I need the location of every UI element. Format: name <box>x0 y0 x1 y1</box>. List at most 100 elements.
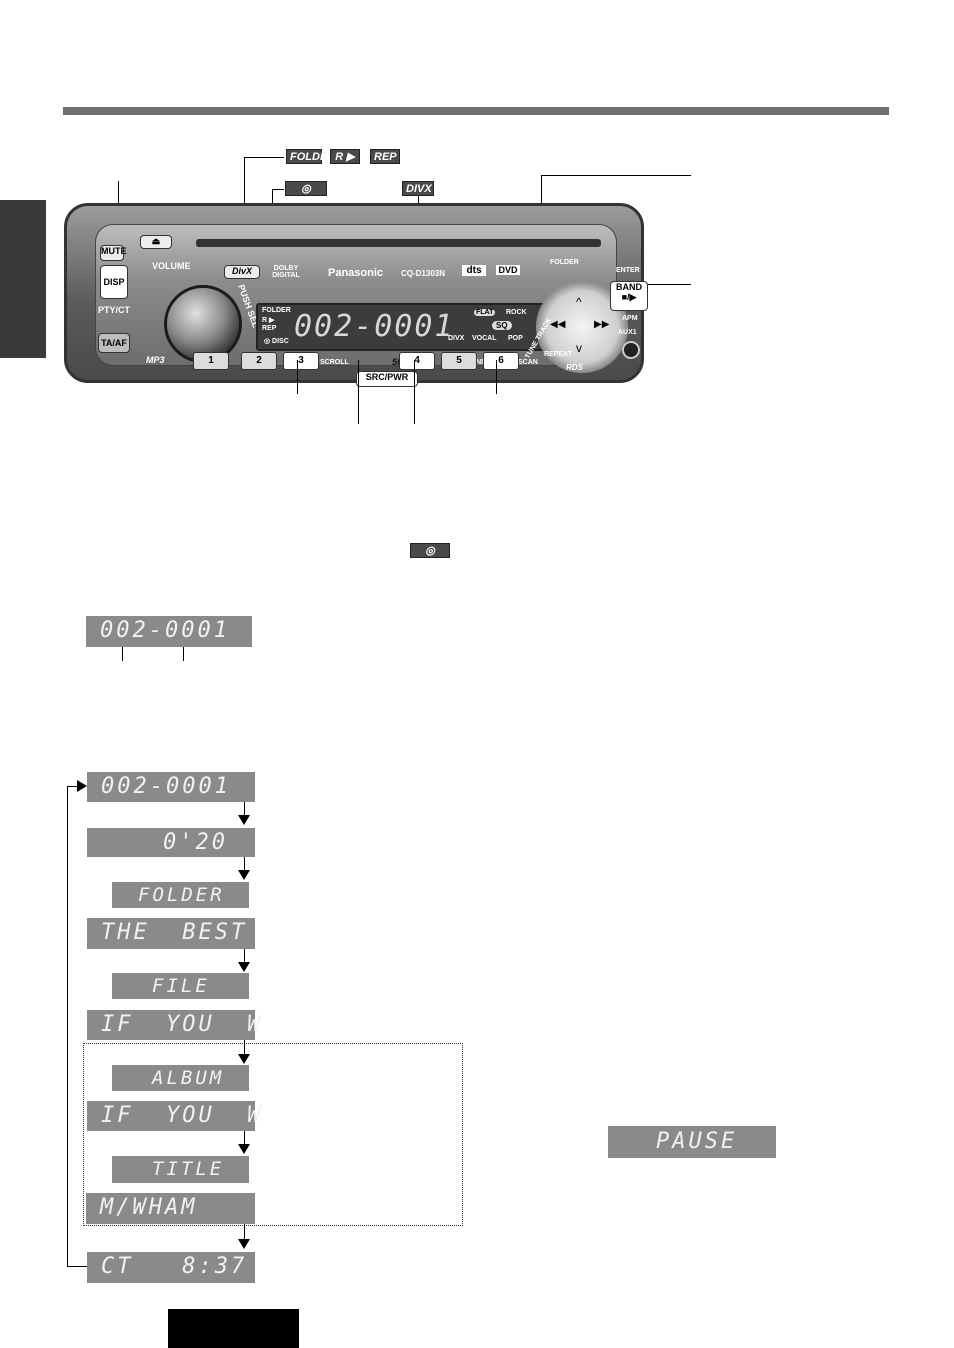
disc-slot <box>196 239 601 247</box>
previous-track-icon[interactable]: ◀◀ <box>550 319 566 330</box>
header-rule <box>63 107 889 115</box>
model-number: CQ-D1303N <box>401 269 446 278</box>
random-label: RANDOM <box>466 359 498 366</box>
lcd-disc-indicator: ◎ DISC <box>264 338 289 345</box>
seq-display-11: CT 8:37 <box>87 1252 255 1283</box>
mp3-label: MP3 <box>146 355 165 365</box>
seq-arrow-2 <box>244 857 245 871</box>
seq-arrowhead-1 <box>238 815 250 825</box>
seq-arrow-4 <box>244 1040 245 1055</box>
example-display: 002-0001 <box>86 616 252 647</box>
seq-display-4: THE BEST <box>87 918 255 949</box>
folder-callout-h <box>244 157 284 158</box>
seq-arrowhead-2 <box>238 870 250 880</box>
pty-ct-label: PTY/CT <box>98 305 131 315</box>
lcd-random-indicator: R ▶ <box>262 317 275 324</box>
dvd-logo: DVD <box>496 265 520 275</box>
seq-display-3: FOLDER <box>112 882 249 908</box>
repeat-indicator-tag: REP <box>370 149 400 164</box>
brand-logo: Panasonic <box>328 267 384 279</box>
eq-sq-indicator: SQ <box>492 321 512 330</box>
seq-display-10: M/WHAM <box>86 1193 255 1224</box>
preset-4-button[interactable]: 4 <box>399 352 435 370</box>
section-tab <box>0 200 46 358</box>
scroll-label: SCROLL <box>320 359 349 366</box>
seq-arrow-5 <box>244 1131 245 1145</box>
apm-label: APM <box>622 315 638 322</box>
knob-callout-h <box>541 175 691 176</box>
lcd-repeat-indicator: REP <box>262 325 277 332</box>
seq-display-1: 002-0001 <box>87 772 255 802</box>
ta-af-button[interactable]: TA/AF <box>98 333 130 353</box>
loop-arrowhead <box>77 780 87 792</box>
preset-3-button[interactable]: 3 <box>283 352 319 370</box>
volume-knob[interactable] <box>164 285 242 363</box>
disc-callout-h <box>272 189 284 190</box>
aux1-label: AUX1 <box>618 329 637 336</box>
eq-vocal-indicator: VOCAL <box>472 335 497 342</box>
lcd-folder-indicator: FOLDER <box>262 307 291 314</box>
preset-6-button[interactable]: 6 <box>483 352 519 370</box>
down-arrow-icon[interactable]: v <box>576 341 582 355</box>
seq-arrow-1 <box>244 802 245 816</box>
rds-logo: RDS <box>566 363 583 372</box>
seq-display-9: TITLE <box>112 1156 249 1183</box>
aux-jack[interactable] <box>622 341 640 359</box>
volume-label: VOLUME <box>152 261 191 271</box>
scan-label: SCAN <box>518 359 538 366</box>
seq-arrowhead-3 <box>238 962 250 972</box>
band-callout-line <box>610 284 691 285</box>
preset-1-button[interactable]: 1 <box>193 352 229 370</box>
random-callout-line <box>414 360 415 424</box>
seq-arrowhead-4 <box>238 1054 250 1064</box>
eq-flat-indicator: FLAT <box>474 309 496 316</box>
random-indicator-tag: R ▶ <box>330 149 360 164</box>
lcd-track-readout: 002-0001 <box>294 309 455 344</box>
lcd-divx-indicator: DIVX <box>448 335 465 342</box>
up-arrow-icon[interactable]: ^ <box>576 295 582 309</box>
seq-arrow-6 <box>244 1224 245 1240</box>
head-unit-panel: ⏏ MUTE DISP PTY/CT TA/AF VOLUME PUSH SEL… <box>64 203 648 387</box>
file-number-pointer <box>183 647 184 661</box>
divx-logo: DivX <box>224 265 260 279</box>
divx-indicator-tag: DIVX <box>402 181 434 196</box>
loop-line-vertical <box>67 786 68 1267</box>
seq-display-5: FILE <box>112 973 249 999</box>
preset-2-button[interactable]: 2 <box>241 352 277 370</box>
head-unit-face: ⏏ MUTE DISP PTY/CT TA/AF VOLUME PUSH SEL… <box>95 224 648 387</box>
loop-line-top <box>67 786 79 787</box>
repeat-callout-line <box>496 360 497 394</box>
folder-number-pointer <box>122 647 123 661</box>
seq-arrowhead-6 <box>238 1239 250 1249</box>
dts-logo: dts <box>462 265 486 276</box>
eq-rock-indicator: ROCK <box>506 309 527 316</box>
mute-button[interactable]: MUTE <box>100 245 127 261</box>
enter-label: ENTER <box>616 267 640 274</box>
loop-line-bottom <box>67 1266 87 1267</box>
disc-inline-tag: ◎ DISC <box>410 543 450 572</box>
seq-arrow-3 <box>244 949 245 963</box>
seq-display-7: ALBUM <box>112 1065 249 1091</box>
band-label: BAND <box>616 282 642 292</box>
eject-button[interactable]: ⏏ <box>140 235 172 249</box>
folder-indicator-tag: FOLDER <box>286 149 335 164</box>
seq-display-8: IF YOU W <box>87 1101 260 1131</box>
disp-button[interactable]: DISP <box>100 265 128 299</box>
seq-display-2: 0'20 <box>87 828 255 857</box>
src-callout-line <box>358 360 359 424</box>
pause-display: PAUSE <box>608 1126 776 1158</box>
play-pause-icon: ■/▶ <box>621 292 637 302</box>
scroll-callout-line <box>297 360 298 394</box>
preset-5-button[interactable]: 5 <box>441 352 477 370</box>
divx-only-group <box>83 1043 463 1226</box>
folder-knob-label: FOLDER <box>550 259 579 266</box>
dolby-logo: DOLBY DIGITAL <box>272 265 300 279</box>
seq-arrowhead-5 <box>238 1144 250 1154</box>
next-track-icon[interactable]: ▶▶ <box>594 319 610 330</box>
band-button[interactable]: BAND ■/▶ <box>610 281 648 311</box>
eq-pop-indicator: POP <box>508 335 523 342</box>
src-pwr-button[interactable]: SRC/PWR <box>356 371 418 387</box>
disc-indicator-tag: ◎ DISC <box>285 181 327 210</box>
repeat-label: REPEAT <box>544 351 572 358</box>
page-footer-tab <box>168 1309 299 1348</box>
